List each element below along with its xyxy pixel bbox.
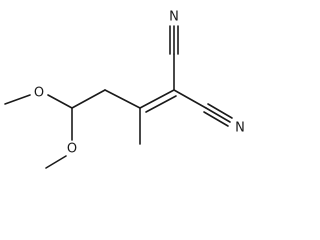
atom-label-oxygen-bottom: O (67, 142, 77, 157)
bond-triple-bottom-lower (203, 111, 229, 127)
bond-o-bottom-methyl (45, 155, 67, 169)
bond-c-nitrile-bottom (173, 89, 207, 109)
bond-acetal-c-ch2 (71, 89, 106, 109)
atom-label-nitrogen-bottom: N (235, 121, 245, 136)
bond-methyl-o-top (4, 94, 31, 105)
atom-label-nitrogen-top: N (169, 10, 179, 25)
atom-label-oxygen-top: O (34, 86, 44, 101)
bond-ch2-alkene-c (104, 89, 141, 109)
bond-o-top-acetal-c (47, 94, 73, 109)
bond-alkene-double-inner (145, 95, 177, 113)
bond-triple-bottom-upper (207, 103, 233, 119)
bond-alkene-double-outer (139, 89, 175, 109)
chemical-structure-diagram: N N O O (4, 10, 245, 169)
bond-triple-bottom-mid (205, 107, 231, 123)
